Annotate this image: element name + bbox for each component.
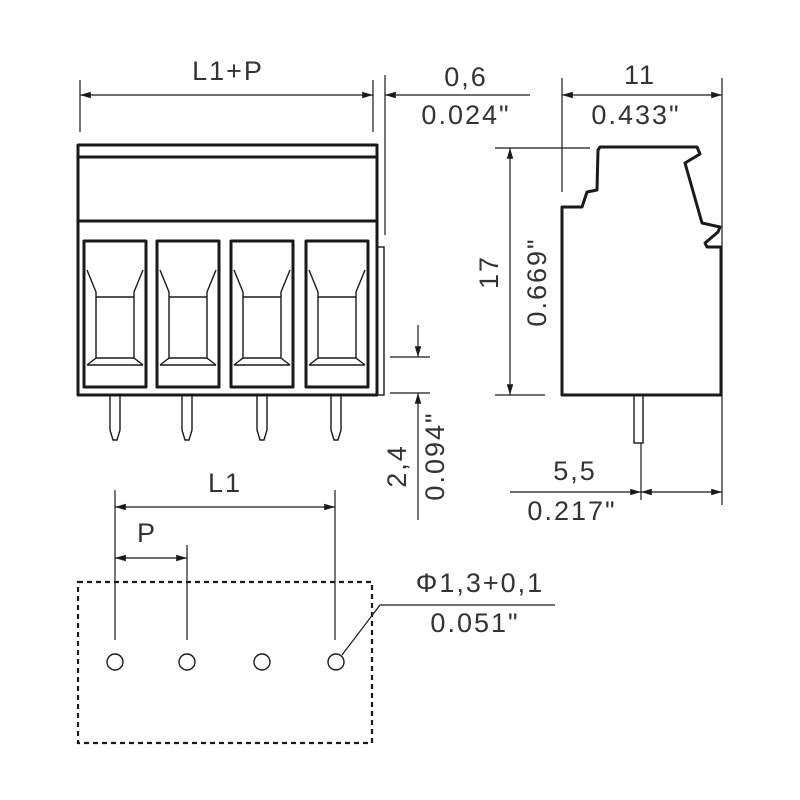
pin (109, 395, 121, 441)
label-height-in: 0.669" (522, 237, 552, 326)
mounting-hole (327, 653, 345, 671)
label-row-length: L1 (208, 468, 242, 498)
dim-height: 17 0.669" (474, 147, 590, 396)
pin (330, 395, 342, 441)
dim-pin-offset: 5,5 0.217" (510, 443, 722, 526)
terminal-cell (229, 239, 295, 389)
mounting-hole (178, 653, 196, 671)
terminal-cell (155, 239, 221, 389)
label-pin-offset-in: 0.217" (527, 496, 616, 526)
terminal-cell (304, 239, 370, 389)
dim-offset: 0,6 0.024" (384, 62, 530, 235)
dim-width-total: L1+P (79, 56, 374, 132)
terminal-cell (82, 239, 148, 389)
footprint: L1 P Φ1,3+0,1 0.051" (76, 468, 555, 745)
mounting-hole (253, 653, 271, 671)
side-view (560, 145, 723, 444)
label-offset-in: 0.024" (421, 100, 510, 130)
label-hole-dia-in: 0.051" (430, 608, 519, 638)
label-pin-gap-mm: 2,4 (382, 444, 412, 488)
front-view (76, 143, 385, 441)
label-hole-dia-mm: Φ1,3+0,1 (416, 568, 544, 598)
pin (181, 395, 193, 441)
label-pin-gap-in: 0.094" (420, 411, 450, 500)
label-pin-offset-mm: 5,5 (553, 456, 597, 486)
mounting-hole (106, 653, 124, 671)
label-depth-mm: 11 (624, 60, 656, 90)
label-width-total: L1+P (192, 56, 264, 86)
label-height-mm: 17 (474, 255, 504, 289)
label-pitch: P (137, 518, 157, 548)
pin (256, 395, 268, 441)
label-depth-in: 0.433" (591, 100, 680, 130)
dim-pin-gap: 2,4 0.094" (382, 325, 450, 520)
label-offset-mm: 0,6 (444, 62, 488, 92)
dim-depth: 11 0.433" (561, 60, 723, 505)
